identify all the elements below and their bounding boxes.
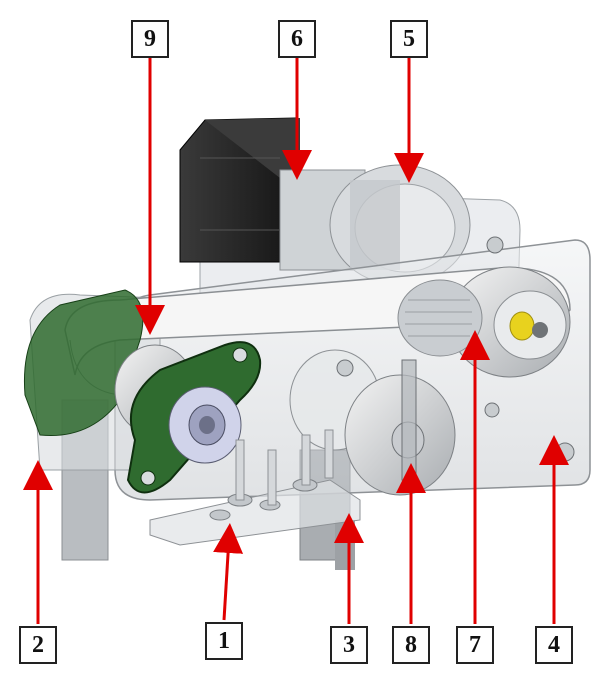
- callout-label-1: 1: [205, 622, 243, 660]
- callout-text-9: 9: [144, 25, 156, 52]
- callout-arrows: [23, 58, 569, 624]
- planetary-gearbox: [329, 164, 471, 286]
- callout-text-4: 4: [548, 631, 560, 658]
- callout-label-8: 8: [392, 626, 430, 664]
- callout-text-5: 5: [403, 25, 415, 52]
- callout-label-7: 7: [456, 626, 494, 664]
- callout-text-2: 2: [32, 631, 44, 658]
- callout-text-8: 8: [405, 631, 417, 658]
- callout-text-6: 6: [291, 25, 303, 52]
- callout-label-5: 5: [390, 20, 428, 58]
- callout-label-9: 9: [131, 20, 169, 58]
- callout-text-1: 1: [218, 627, 230, 654]
- callout-text-3: 3: [343, 631, 355, 658]
- front-flange-bearing: [126, 341, 262, 494]
- callout-label-3: 3: [330, 626, 368, 664]
- callout-text-7: 7: [469, 631, 481, 658]
- stepper-motor: [179, 117, 366, 271]
- callout-arrow-1: [213, 523, 244, 621]
- callout-label-2: 2: [19, 626, 57, 664]
- callout-label-4: 4: [535, 626, 573, 664]
- callout-label-6: 6: [278, 20, 316, 58]
- tensioner-pulley: [289, 349, 456, 496]
